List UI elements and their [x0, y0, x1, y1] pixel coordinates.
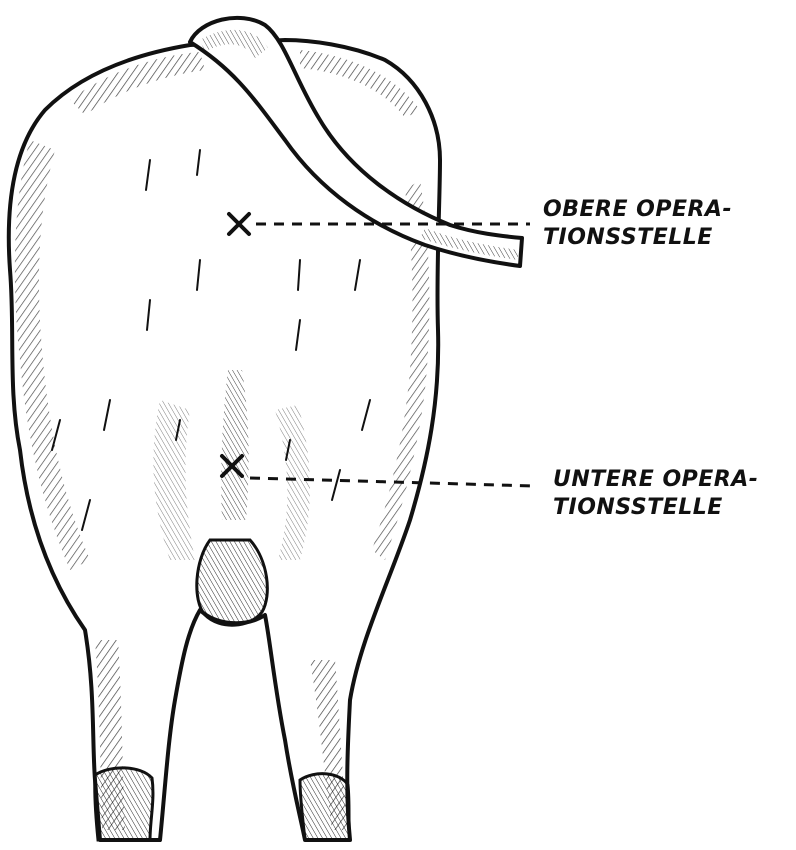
lower-label-line1: UNTERE OPERA-	[553, 466, 758, 494]
lower-operation-site-label: UNTERE OPERA- TIONSSTELLE	[553, 466, 758, 522]
left-hoof	[95, 768, 153, 840]
upper-operation-site-label: OBERE OPERA- TIONSSTELLE	[543, 196, 732, 252]
scrotum	[197, 540, 268, 625]
right-hoof	[300, 774, 350, 840]
lower-label-line2: TIONSSTELLE	[553, 494, 758, 522]
upper-label-line2: TIONSSTELLE	[543, 224, 732, 252]
upper-label-line1: OBERE OPERA-	[543, 196, 732, 224]
